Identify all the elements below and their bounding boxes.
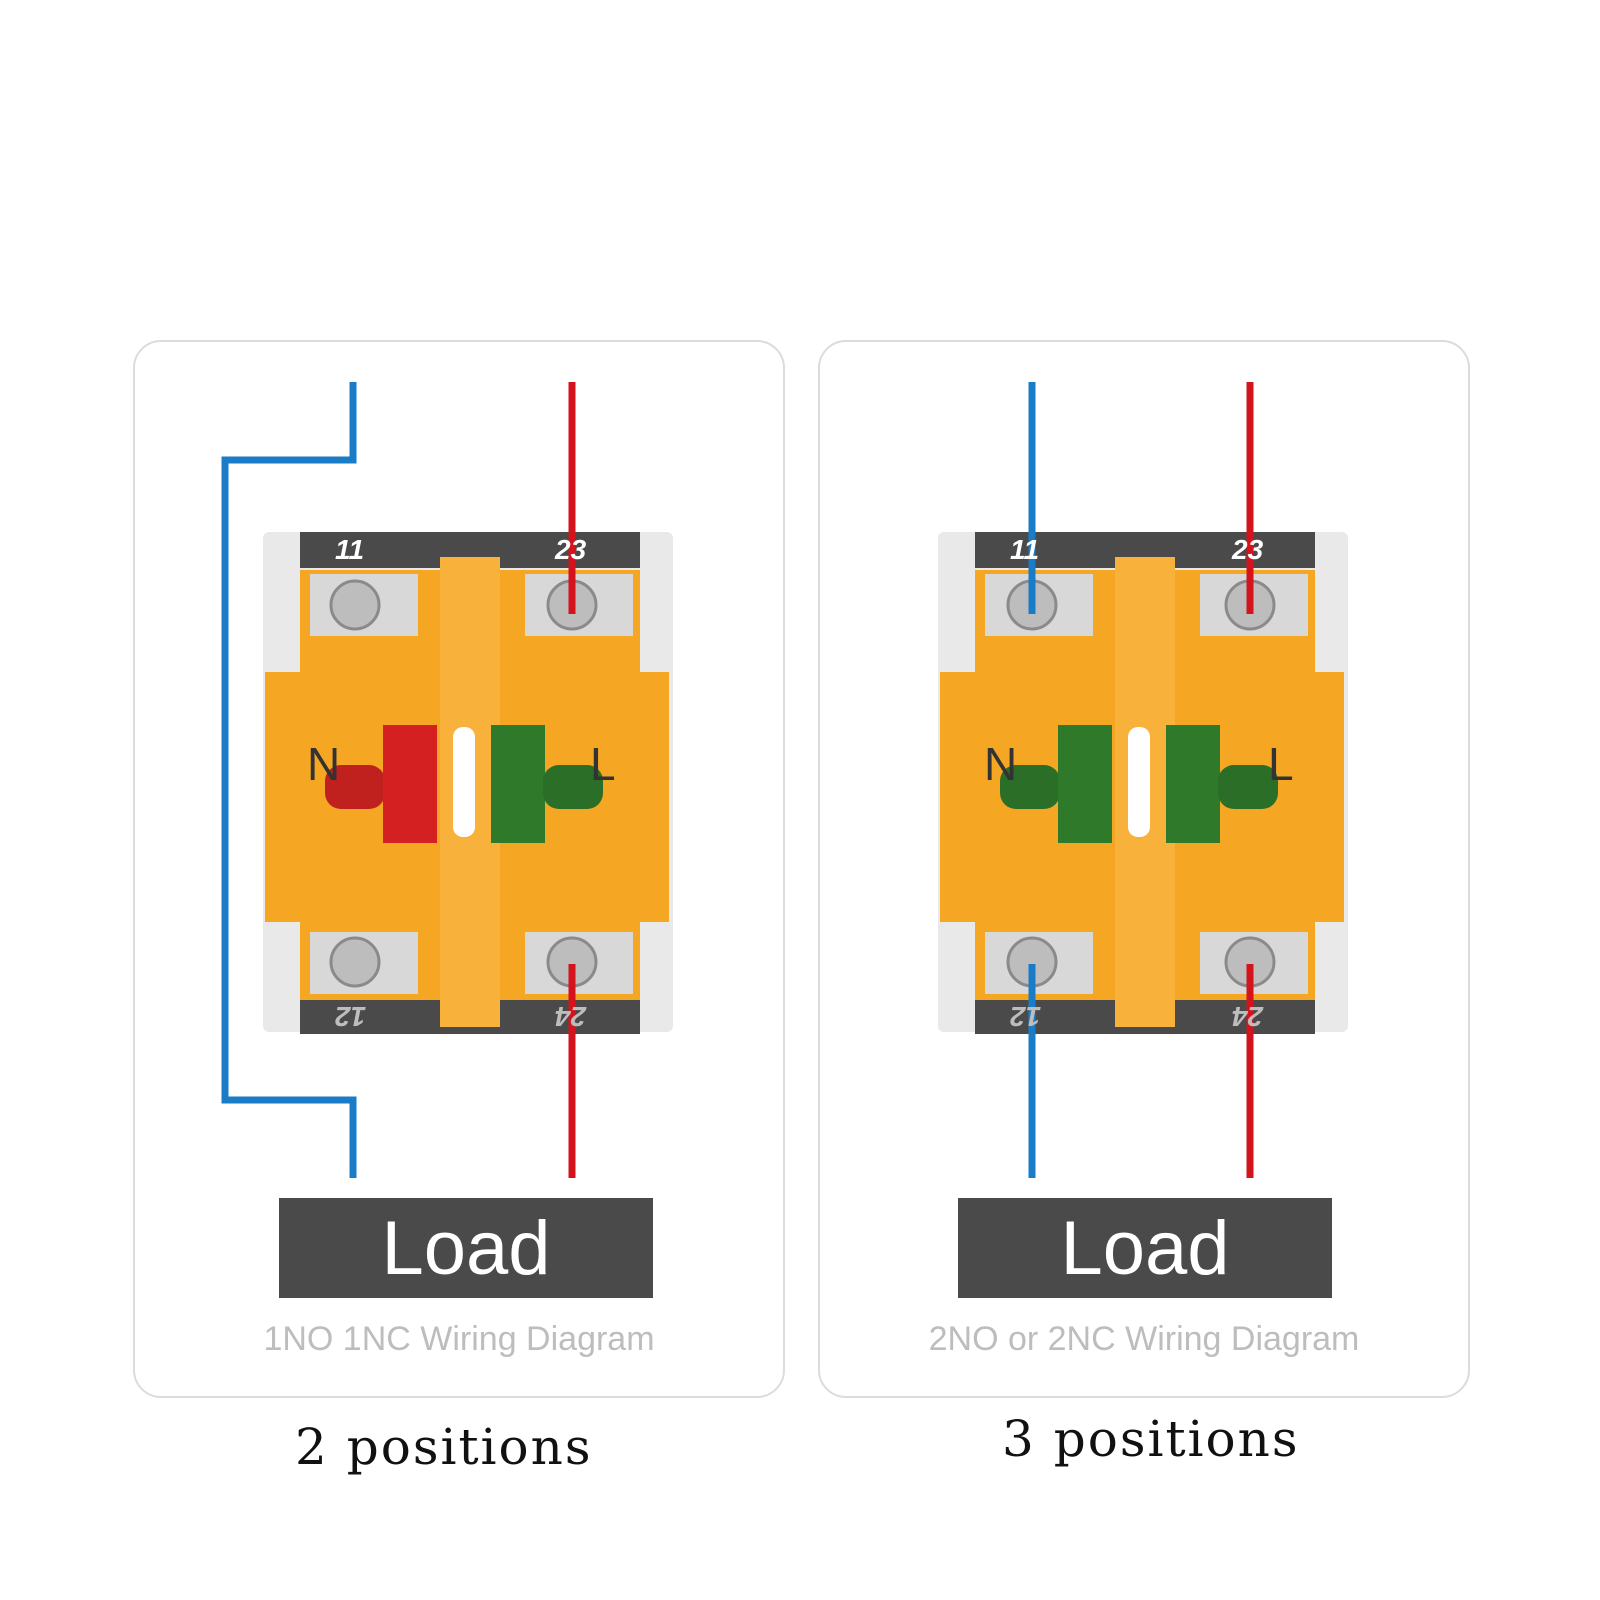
no-plunger-left [1000,765,1060,809]
diagram-caption: 2NO or 2NC Wiring Diagram [928,1320,1360,1358]
positions-label-left: 2 positions [295,1418,593,1476]
line-label: L [1268,738,1294,790]
line-label: L [590,738,616,790]
terminal-23-label: 23 [555,534,587,565]
positions-label-right: 3 positions [1002,1410,1300,1468]
wiring-diagram-graphic [938,382,1348,1178]
screw-head-icon [329,579,381,631]
terminal-11-label: 11 [1010,534,1040,565]
no-plunger [543,765,603,809]
no-button-right [1166,725,1220,843]
nc-plunger [325,765,385,809]
no-button [491,725,545,843]
terminal-11-label: 11 [335,534,365,565]
terminal-12-label: 12 [335,1001,367,1032]
nc-button [383,725,437,843]
wiring-diagram-2no-2nc: N L 11 23 12 24 Load 2NO or 2NC Wiring D… [818,340,1470,1398]
wiring-diagram-1no-1nc: N L 11 23 12 24 Load 1NO 1NC Wiring Diag… [133,340,785,1398]
center-slot [453,727,475,837]
terminal-23-label: 23 [1232,534,1264,565]
terminal-24-label: 24 [1232,1001,1264,1032]
load-box: Load [958,1198,1332,1298]
diagram-caption: 1NO 1NC Wiring Diagram [263,1320,655,1358]
contact-block [263,532,673,1034]
no-button-left [1058,725,1112,843]
screw-head-icon [329,936,381,988]
wiring-diagram-graphic [221,382,673,1178]
neutral-label: N [984,738,1018,790]
neutral-wire [221,382,357,1178]
no-plunger-right [1218,765,1278,809]
load-box: Load [279,1198,653,1298]
terminal-12-label: 12 [1010,1001,1042,1032]
center-slot [1128,727,1150,837]
neutral-label: N [307,738,341,790]
terminal-24-label: 24 [555,1001,587,1032]
